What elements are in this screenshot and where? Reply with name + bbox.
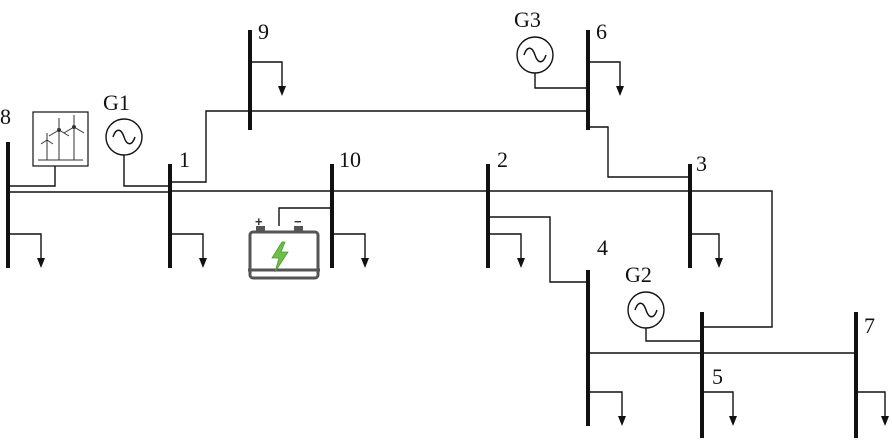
generator-g1: G1 xyxy=(103,90,143,156)
generator-label-g2: G2 xyxy=(625,262,652,287)
wind-farm-box xyxy=(32,111,89,167)
bus-labels: 8 1 10 2 3 9 6 4 5 7 xyxy=(0,19,875,389)
branches xyxy=(8,73,856,354)
branch-1-9 xyxy=(170,110,250,183)
load-bus-5 xyxy=(702,391,737,426)
generator-g3: G3 xyxy=(514,7,554,74)
load-bus-8 xyxy=(8,233,45,268)
load-bus-2 xyxy=(488,233,525,268)
bus-label-6: 6 xyxy=(596,19,607,44)
bus-label-8: 8 xyxy=(0,104,11,129)
load-bus-3 xyxy=(690,233,723,268)
load-bus-9 xyxy=(250,61,286,96)
generator-label-g1: G1 xyxy=(103,90,130,115)
branch-2-4 xyxy=(488,216,588,283)
load-bus-7 xyxy=(856,391,889,426)
g1-connector xyxy=(123,155,170,187)
bus-label-5: 5 xyxy=(712,364,723,389)
battery-minus: − xyxy=(294,214,302,229)
load-bus-10 xyxy=(332,233,369,268)
bus-bars xyxy=(6,30,858,438)
loads xyxy=(8,61,889,426)
load-bus-1 xyxy=(170,233,207,268)
load-bus-6 xyxy=(588,61,624,96)
generator-g2: G2 xyxy=(625,262,665,329)
battery-connector xyxy=(278,207,332,226)
generator-label-g3: G3 xyxy=(514,7,541,32)
wind-turbine-icon xyxy=(38,115,85,161)
battery-plus: + xyxy=(255,214,263,229)
wind-farm-connector xyxy=(8,166,56,187)
bus-label-10: 10 xyxy=(339,147,361,172)
branch-2-3-5 xyxy=(488,190,773,328)
g3-connector xyxy=(534,73,588,89)
g2-connector xyxy=(645,328,702,342)
bus-label-1: 1 xyxy=(179,147,190,172)
bus-label-2: 2 xyxy=(497,147,508,172)
lightning-bolt-icon xyxy=(271,241,289,273)
battery: + − xyxy=(248,214,320,280)
bus-label-7: 7 xyxy=(864,313,875,338)
bus-label-4: 4 xyxy=(597,235,608,260)
branch-6-3 xyxy=(588,126,690,178)
load-bus-4 xyxy=(588,391,626,426)
bus-label-9: 9 xyxy=(258,19,269,44)
bus-label-3: 3 xyxy=(696,151,707,176)
wind-farm xyxy=(32,111,89,167)
